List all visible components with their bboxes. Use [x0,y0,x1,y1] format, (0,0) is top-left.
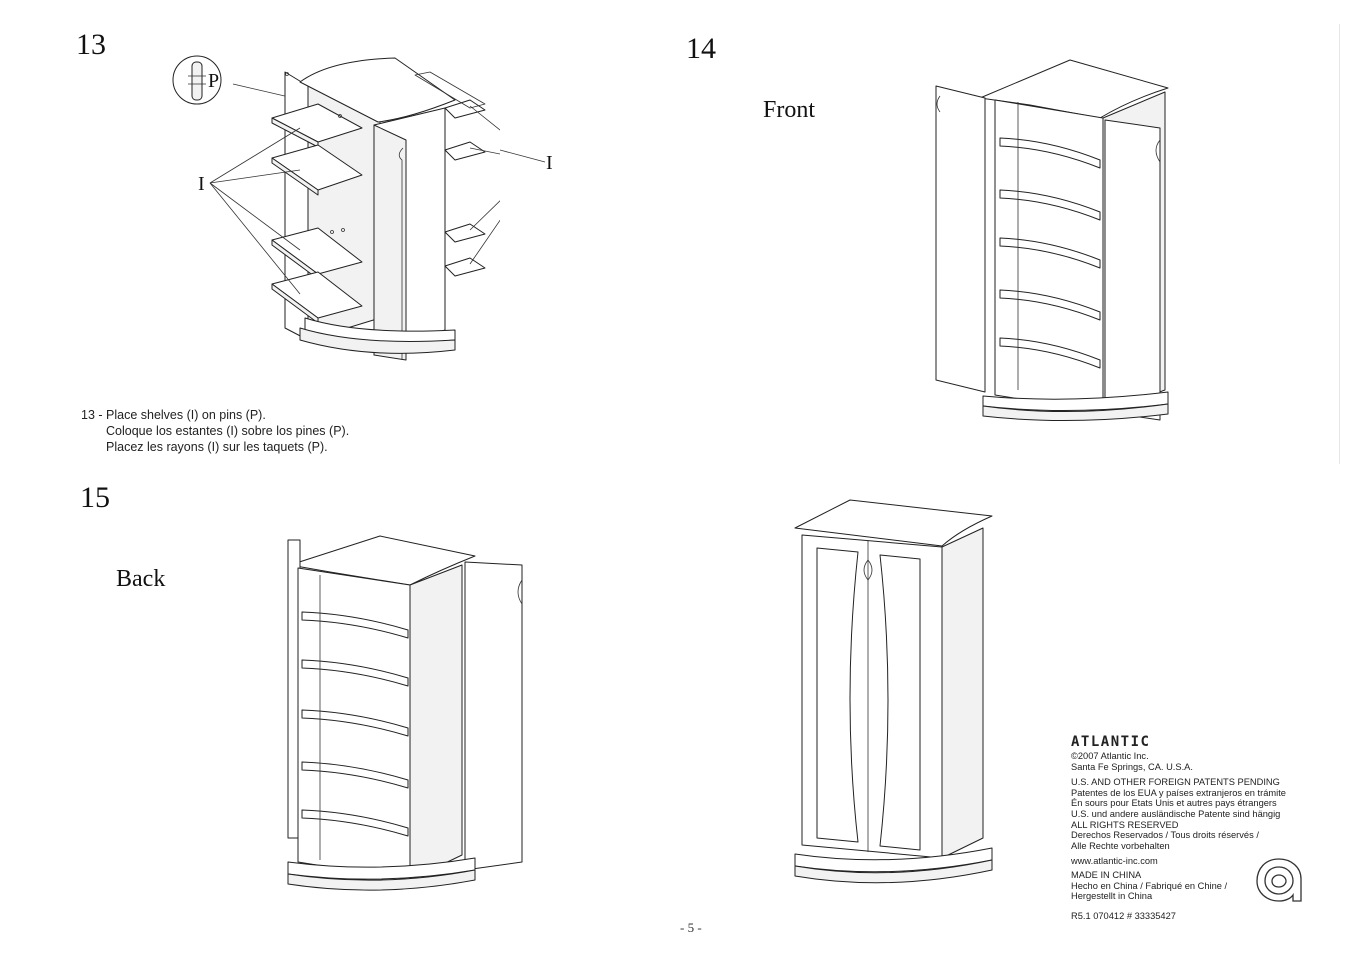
atlantic-brand-logo: ATLANTIC [1071,734,1203,753]
view-label-front: Front [763,97,816,123]
patent-line-3: Én sours pour Etats Unis et autres pays … [1071,798,1277,809]
patent-line-2: Patentes de los EUA y países extranjeros… [1071,787,1286,798]
product-code: R5.1 070412 # 33335427 [1071,910,1176,921]
page-edge-divider [1339,24,1340,464]
origin-line-2: Hecho en China / Fabriqué en Chine / [1071,880,1228,891]
origin-line-1: MADE IN CHINA [1071,869,1142,880]
patent-line-4: U.S. und andere ausländische Patente sin… [1071,808,1281,819]
instruction-french: Placez les rayons (I) sur les taquets (P… [106,440,328,454]
svg-text:ATLANTIC: ATLANTIC [1071,734,1150,748]
step-15-back-open-illustration [287,535,523,891]
copyright-text: ©2007 Atlantic Inc. [1071,751,1149,761]
atlantic-wordmark: ATLANTIC [1071,734,1150,750]
patent-line-1: U.S. AND OTHER FOREIGN PATENTS PENDING [1071,777,1280,788]
step-13-shelf-illustration [172,55,500,361]
legal-notice: ©2007 Atlantic Inc. Santa Fe Springs, CA… [1071,751,1331,921]
page-number: - 5 - [680,920,702,935]
website-text: www.atlantic-inc.com [1071,856,1158,867]
instruction-english: 13 - Place shelves (I) on pins (P). [81,408,266,422]
step-13-leader-extension [500,149,546,163]
rights-line-1: ALL RIGHTS RESERVED [1071,819,1179,830]
rights-line-3: Alle Rechte vorbehalten [1071,840,1170,851]
callout-shelf-i-right: I [546,152,553,174]
callout-shelf-i-left: I [198,173,205,195]
step-number-15: 15 [80,481,110,514]
view-label-back: Back [116,566,166,592]
callout-pin-p: P [208,70,220,92]
step-14-front-open-illustration [935,59,1169,422]
step-number-13: 13 [76,28,106,61]
step-number-14: 14 [686,32,716,65]
address-text: Santa Fe Springs, CA. U.S.A. [1071,761,1193,772]
step-13-instructions: 13 - Place shelves (I) on pins (P). Colo… [81,407,349,455]
rights-line-2: Derechos Reservados / Tous droits réserv… [1071,830,1259,841]
instruction-spanish: Coloque los estantes (I) sobre los pines… [106,424,350,438]
atlantic-a-logo-icon [1256,858,1302,902]
origin-line-3: Hergestellt in China [1071,891,1153,902]
closed-cabinet-illustration [794,499,993,884]
